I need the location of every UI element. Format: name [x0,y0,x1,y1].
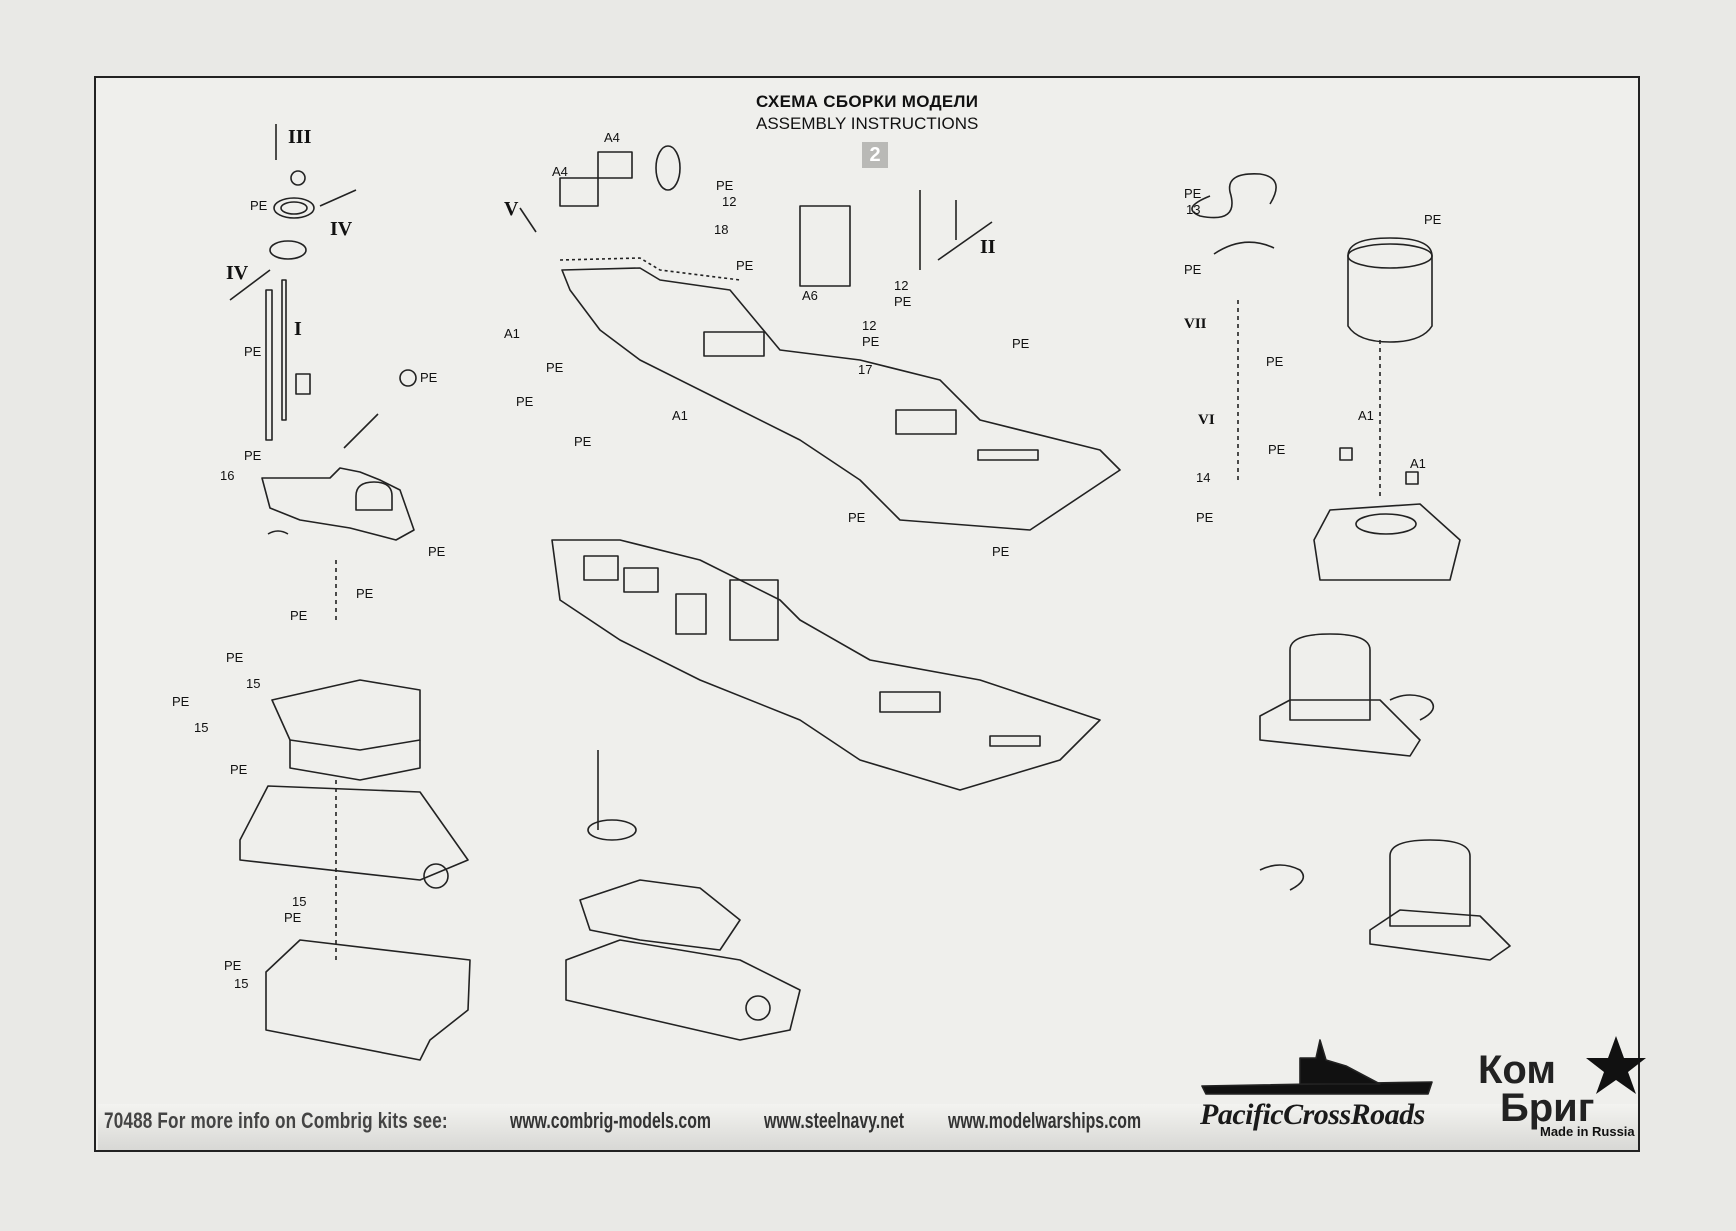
part-label: PE [1268,442,1286,457]
part-label: A4 [604,130,620,145]
roman-label: V [504,198,519,220]
part-label: PE [546,360,564,375]
kombrig-star-logo [1586,1036,1646,1094]
part-label: PE [716,178,734,193]
title-english: ASSEMBLY INSTRUCTIONS [756,114,979,133]
part-label: A1 [1358,408,1374,423]
part-label: PE [224,958,242,973]
part-label: PE [1266,354,1284,369]
part-label: 12 [862,318,877,333]
part-label: A1 [1410,456,1426,471]
part-label: PE [244,448,262,463]
part-label: 12 [722,194,737,209]
part-label: PE [516,394,534,409]
funnel-finished-views [1259,633,1511,961]
part-label: 17 [858,362,873,377]
step-number-badge: 2 [862,142,888,168]
part-label: PE [1196,510,1214,525]
part-label: 15 [234,976,249,991]
part-label: PE [574,434,592,449]
part-label: PE [244,344,262,359]
main-deck-assembly [519,145,1121,531]
roman-label: IV [226,262,249,284]
part-label: A4 [552,164,568,179]
footer-url-combrig[interactable]: www.combrig-models.com [510,1108,711,1133]
ship-silhouette-logo [1201,1039,1433,1095]
part-label: PE [250,198,268,213]
title-russian: СХЕМА СБОРКИ МОДЕЛИ [756,92,979,111]
part-label: A1 [504,326,520,341]
part-label: 14 [1196,470,1211,485]
part-label: 16 [220,468,235,483]
roman-label: IV [330,218,353,240]
roman-label: VI [1198,412,1215,428]
footer-url-steelnavy[interactable]: www.steelnavy.net [764,1108,904,1133]
footer-url-modelwarships[interactable]: www.modelwarships.com [948,1108,1142,1133]
part-label: PE [226,650,244,665]
part-label: 13 [1186,202,1201,217]
part-label: PE [1184,262,1202,277]
part-label: PE [290,608,308,623]
part-label: PE [736,258,754,273]
part-label: 15 [292,894,307,909]
footer-bar [98,1104,1638,1150]
funnel-assembly [1191,173,1461,581]
part-label: PE [284,910,302,925]
completed-bridge-view [565,750,801,1041]
instruction-sheet-frame [94,76,1640,1152]
part-label: PE [420,370,438,385]
part-label: PE [1184,186,1202,201]
part-label: PE [1424,212,1442,227]
part-label: PE [1012,336,1030,351]
superstructure-levels [239,560,471,1061]
part-label: PE [428,544,446,559]
roman-label: VII [1184,316,1207,332]
made-in-russia-label: Made in Russia [1540,1124,1635,1139]
part-label: 18 [714,222,729,237]
part-label: PE [862,334,880,349]
kombrig-logo-kom: Ком [1478,1048,1556,1092]
part-label: A1 [672,408,688,423]
part-label: 15 [246,676,261,691]
part-label: PE [992,544,1010,559]
part-label: 15 [194,720,209,735]
roman-label: I [294,318,302,340]
part-label: PE [172,694,190,709]
part-label: PE [894,294,912,309]
kombrig-logo-brig: Бриг [1500,1086,1595,1130]
bridge-tower-assembly [229,124,417,541]
roman-label: III [288,126,312,148]
completed-deck-view [551,539,1101,791]
footer-kit-text: 70488 For more info on Combrig kits see: [104,1108,448,1133]
part-label: PE [356,586,374,601]
part-label: 12 [894,278,909,293]
part-label: PE [230,762,248,777]
part-label: A6 [802,288,818,303]
pacific-crossroads-logo: PacificCrossRoads [1200,1098,1425,1131]
roman-label: II [980,236,996,258]
part-label: PE [848,510,866,525]
